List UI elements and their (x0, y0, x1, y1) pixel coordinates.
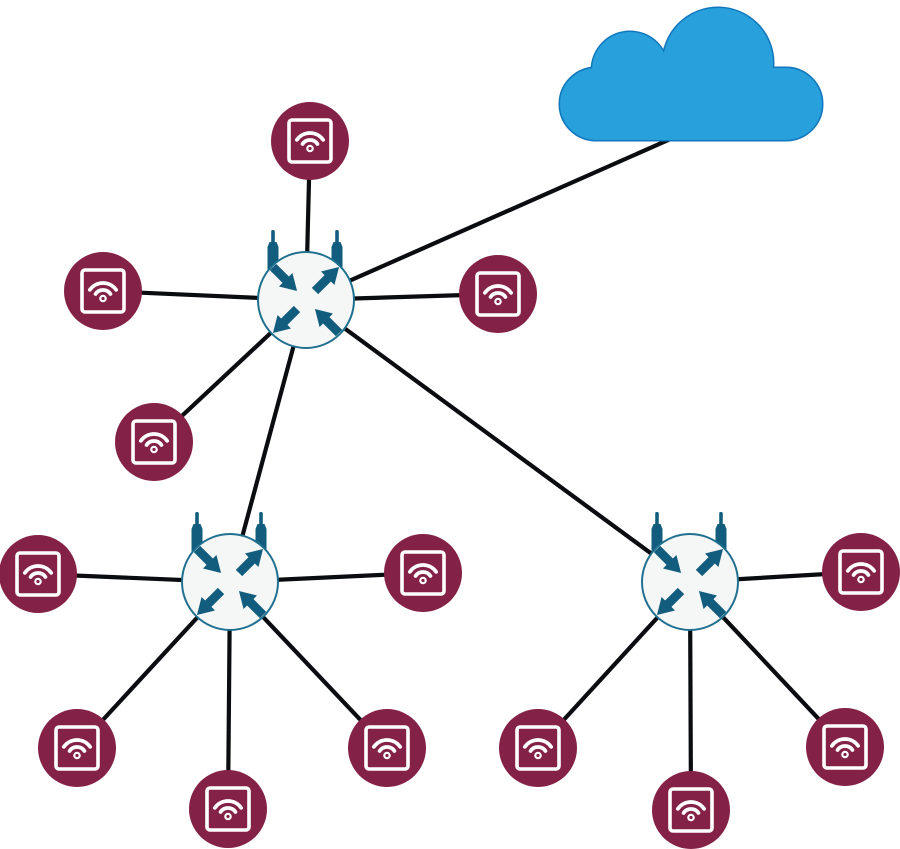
wifi-icon (213, 799, 243, 810)
wifi-icon (144, 439, 164, 447)
node-ap-l-se (348, 709, 426, 787)
node-ap-l-west (0, 535, 77, 613)
wifi-icon (830, 737, 860, 748)
node-ap-top-right (459, 255, 537, 333)
wifi-icon (523, 738, 553, 749)
access-point-frame (364, 725, 410, 771)
node-router-left (181, 512, 279, 631)
node-ap-r-east (822, 533, 900, 611)
routing-arrow-icon (235, 548, 264, 577)
access-point-frame (205, 786, 251, 832)
link-router-top--router-right (304, 298, 692, 584)
routing-arrow-icon (196, 587, 225, 616)
wifi-icon (383, 751, 391, 760)
wifi-icon (295, 131, 325, 142)
routing-arrow-icon (695, 548, 724, 577)
wifi-icon (408, 563, 438, 574)
node-router-top (257, 230, 355, 349)
wifi-icon (218, 806, 238, 814)
wifi-icon (835, 744, 855, 752)
node-router-right (641, 512, 739, 631)
access-point-frame (668, 787, 714, 833)
wifi-icon (73, 751, 81, 760)
router-body (641, 533, 739, 631)
wifi-icon (372, 738, 402, 749)
antenna-tip (719, 512, 723, 525)
node-ap-top (271, 102, 349, 180)
wifi-icon (224, 812, 232, 821)
access-point-frame (287, 118, 333, 164)
routing-arrow-icon (269, 263, 298, 292)
node-ap-l-sw (38, 709, 116, 787)
routing-arrow-icon (314, 308, 343, 337)
wifi-icon (851, 569, 871, 577)
node-ap-l-east (384, 534, 462, 612)
antenna-tip (271, 230, 275, 243)
node-ap-top-left (64, 252, 142, 330)
access-point-frame (822, 724, 868, 770)
antenna-tip (335, 230, 339, 243)
node-ap-l-s (189, 770, 267, 848)
wifi-icon (34, 577, 42, 586)
antenna-tip (655, 512, 659, 525)
wifi-icon (528, 745, 548, 753)
wifi-icon (306, 144, 314, 153)
wifi-icon (139, 432, 169, 443)
wifi-icon (494, 297, 502, 306)
routing-arrow-icon (653, 545, 682, 574)
node-cloud (558, 6, 824, 142)
access-point-frame (80, 268, 126, 314)
wifi-icon (687, 813, 695, 822)
antenna-tip (259, 512, 263, 525)
wifi-icon (93, 288, 113, 296)
access-point-frame (400, 550, 446, 596)
access-point-frame (475, 271, 521, 317)
access-point-frame (131, 419, 177, 465)
wifi-icon (377, 745, 397, 753)
wifi-icon (23, 564, 53, 575)
access-point-frame (54, 725, 100, 771)
wifi-icon (419, 576, 427, 585)
router-body (257, 251, 355, 349)
wifi-icon (841, 750, 849, 759)
wifi-icon (300, 138, 320, 146)
routing-arrow-icon (311, 266, 340, 295)
routing-arrow-icon (238, 590, 267, 619)
wifi-icon (62, 738, 92, 749)
wifi-icon (150, 445, 158, 454)
access-point-frame (838, 549, 884, 595)
wifi-icon (681, 807, 701, 815)
wifi-icon (88, 281, 118, 292)
wifi-icon (846, 562, 876, 573)
wifi-icon (676, 800, 706, 811)
access-point-frame (515, 725, 561, 771)
wifi-icon (99, 294, 107, 303)
link-router-top--cloud (305, 124, 701, 302)
wifi-icon (534, 751, 542, 760)
wifi-icon (488, 291, 508, 299)
node-ap-r-s (652, 771, 730, 849)
routing-arrow-icon (272, 305, 301, 334)
routing-arrow-icon (193, 545, 222, 574)
wifi-icon (413, 570, 433, 578)
routing-arrow-icon (698, 590, 727, 619)
node-ap-r-sw (499, 709, 577, 787)
node-ap-r-se (806, 708, 884, 786)
wifi-icon (857, 575, 865, 584)
antenna-tip (195, 512, 199, 525)
router-body (181, 533, 279, 631)
wifi-icon (483, 284, 513, 295)
access-point-frame (15, 551, 61, 597)
wifi-icon (67, 745, 87, 753)
node-ap-mid-left (115, 403, 193, 481)
wifi-icon (28, 571, 48, 579)
routing-arrow-icon (656, 587, 685, 616)
